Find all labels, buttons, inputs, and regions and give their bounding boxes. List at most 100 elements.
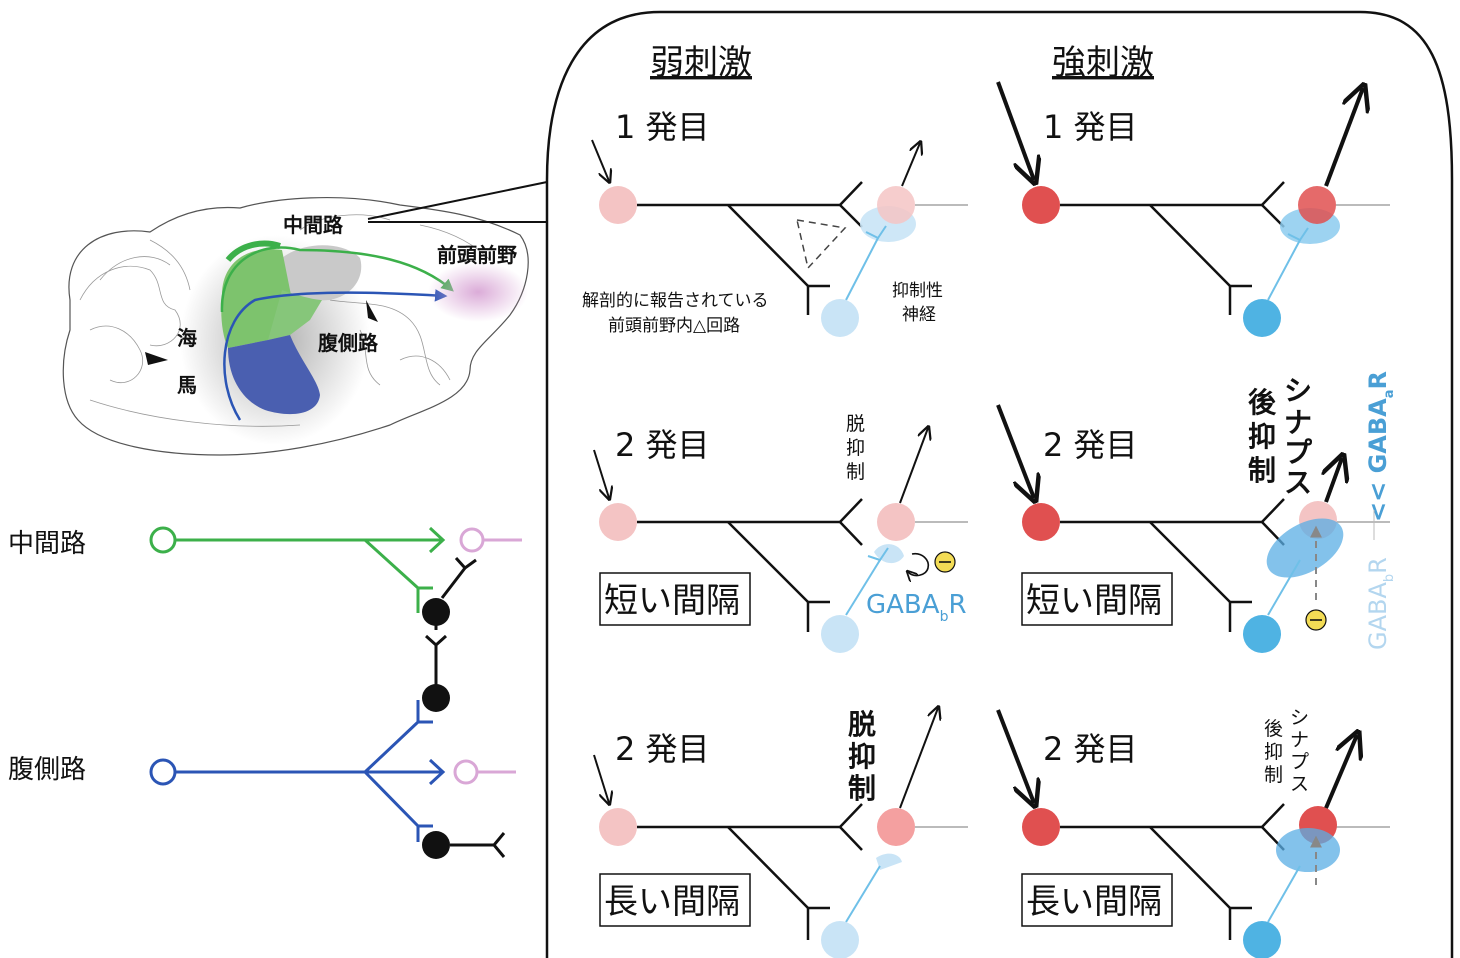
prefrontal-neuron-right bbox=[877, 503, 915, 541]
gaba-b-receptor-label: GABAbR bbox=[866, 590, 967, 625]
inhibitory-neuron-soma bbox=[1243, 299, 1281, 337]
cell-strong-pulse-2-long: 2 発目 後 抑 制 シ ナ プ ス 長い間隔 bbox=[996, 707, 1390, 958]
pulse-label: 2 発目 bbox=[1043, 426, 1138, 464]
brain-label-hippocampus-2: 馬 bbox=[177, 373, 197, 397]
presynaptic-terminal bbox=[876, 853, 902, 870]
interval-box-label: 短い間隔 bbox=[1026, 581, 1162, 621]
brain-label-ventral-path: 腹側路 bbox=[318, 331, 379, 355]
hippocampus-pointer bbox=[145, 352, 168, 365]
post-synaptic-inhibition-label: 後 抑 制 シ ナ プ ス bbox=[1264, 707, 1309, 795]
interneuron-3 bbox=[422, 831, 450, 859]
annotation-line-2: 前頭前野内△回路 bbox=[608, 316, 740, 336]
output-arrow bbox=[901, 143, 920, 187]
panel-frame bbox=[545, 10, 1454, 958]
label-char: シ bbox=[1284, 374, 1312, 407]
prefrontal-neuron-left bbox=[599, 186, 637, 224]
inhibitory-neuron-soma bbox=[821, 921, 859, 958]
label-char: 制 bbox=[1248, 454, 1276, 487]
label-char: ス bbox=[1290, 773, 1309, 795]
interval-box-label: 長い間隔 bbox=[1026, 882, 1162, 922]
interneuron-3-axon bbox=[450, 832, 506, 858]
inhibitory-neuron bbox=[845, 225, 887, 301]
output-arrow bbox=[899, 708, 938, 809]
prefrontal-neuron-right bbox=[1298, 186, 1336, 224]
cell-weak-pulse-1: 1 発目 解剖的に報告されている 前頭前野内△回路 抑制性 神経 bbox=[582, 108, 968, 337]
input-arrow bbox=[996, 81, 1034, 180]
pulse-label: 2 発目 bbox=[615, 730, 710, 768]
interval-box bbox=[599, 873, 751, 927]
post-synaptic-inhibition-label: 後 抑 制 シ ナ プ ス bbox=[1248, 374, 1313, 499]
label-char: ナ bbox=[1284, 406, 1312, 439]
axon-tree bbox=[1060, 498, 1285, 632]
interval-box bbox=[1021, 572, 1173, 626]
inhibitory-synapse bbox=[1276, 828, 1340, 872]
disinhibition-char-1: 脱 bbox=[846, 413, 865, 435]
ventral-path-arrow bbox=[223, 289, 448, 421]
pathway-label-middle: 中間路 bbox=[8, 529, 86, 559]
brain-label-pfc: 前頭前野 bbox=[437, 243, 517, 267]
prefrontal-neuron-right bbox=[877, 186, 915, 224]
output-arrow bbox=[1326, 458, 1342, 503]
output-arrow bbox=[1324, 735, 1357, 809]
axon-tree bbox=[1060, 803, 1285, 940]
pathway-diagram: 中間路 腹側路 bbox=[8, 526, 522, 859]
brain-label-hippocampus-1: 海 bbox=[177, 326, 197, 350]
brain-label-middle-path: 中間路 bbox=[283, 213, 344, 237]
heading-strong: 強刺激 bbox=[1052, 43, 1154, 83]
heading-weak: 弱刺激 bbox=[650, 43, 752, 83]
axon-tree bbox=[1060, 181, 1285, 315]
prefrontal-neuron-left bbox=[599, 503, 637, 541]
label-char: 後 bbox=[1248, 386, 1277, 419]
disinhibition-char-3: 制 bbox=[846, 461, 865, 483]
input-arrow bbox=[996, 404, 1034, 498]
pfc-region bbox=[428, 262, 528, 322]
inhibitory-synapse bbox=[1266, 518, 1344, 578]
pathway-label-ventral: 腹側路 bbox=[8, 755, 86, 785]
brain-figure: 中間路 前頭前野 腹側路 海 馬 bbox=[62, 196, 529, 456]
input-arrow bbox=[593, 754, 609, 803]
disinhibition-char-2: 抑 bbox=[846, 437, 865, 459]
axon-tree bbox=[637, 803, 863, 940]
label-char: 制 bbox=[1264, 764, 1283, 786]
inhibition-minus-icon bbox=[934, 551, 956, 573]
label-char: 抑 bbox=[1248, 420, 1276, 453]
inhibitory-neuron bbox=[1267, 559, 1301, 616]
input-arrow bbox=[996, 709, 1034, 803]
disinhibition-char-1: 脱 bbox=[848, 708, 876, 741]
ventral-path-target-pink bbox=[453, 759, 479, 785]
prefrontal-neuron-right bbox=[877, 808, 915, 846]
cell-strong-pulse-2-short: 2 発目 後 抑 制 シ ナ プ ス bbox=[996, 371, 1397, 653]
output-arrow bbox=[1324, 88, 1363, 187]
output-arrow bbox=[899, 428, 928, 504]
region-green-right bbox=[268, 290, 322, 340]
prefrontal-neuron-left bbox=[599, 808, 637, 846]
inhibitory-neuron-soma bbox=[1243, 921, 1281, 958]
prefrontal-neuron-left bbox=[1022, 186, 1060, 224]
callout-line-top bbox=[367, 181, 548, 220]
annotation-line-1: 解剖的に報告されている bbox=[582, 291, 769, 311]
pulse-label: 2 発目 bbox=[615, 426, 710, 464]
gaba-a-comparison-label: << GABAaR bbox=[1364, 371, 1397, 522]
interneuron-2 bbox=[422, 684, 450, 712]
interval-box-label: 長い間隔 bbox=[604, 882, 740, 922]
input-arrow bbox=[591, 139, 609, 181]
inhibition-minus-icon bbox=[1305, 609, 1327, 631]
label-char: 抑 bbox=[1264, 741, 1283, 763]
label-char: ス bbox=[1284, 466, 1312, 499]
middle-path-shape bbox=[225, 240, 281, 263]
inhibitory-label-1: 抑制性 bbox=[892, 281, 943, 301]
input-arrow bbox=[593, 449, 609, 498]
middle-path-arrow bbox=[220, 246, 454, 313]
label-char: プ bbox=[1290, 751, 1309, 773]
interval-box-label: 短い間隔 bbox=[604, 581, 740, 621]
disinhibition-label: 脱 抑 制 bbox=[846, 413, 865, 483]
interneuron-1 bbox=[422, 598, 450, 626]
triangle-circuit bbox=[796, 219, 847, 270]
cell-strong-pulse-1: 1 発目 bbox=[996, 81, 1390, 337]
pulse-label: 1 発目 bbox=[615, 108, 710, 146]
region-gray bbox=[282, 245, 362, 301]
region-blue bbox=[228, 335, 320, 415]
inhibitory-neuron-soma bbox=[821, 299, 859, 337]
autoreceptor-loop-icon bbox=[908, 552, 930, 576]
inhibitory-label-2: 神経 bbox=[902, 305, 936, 325]
